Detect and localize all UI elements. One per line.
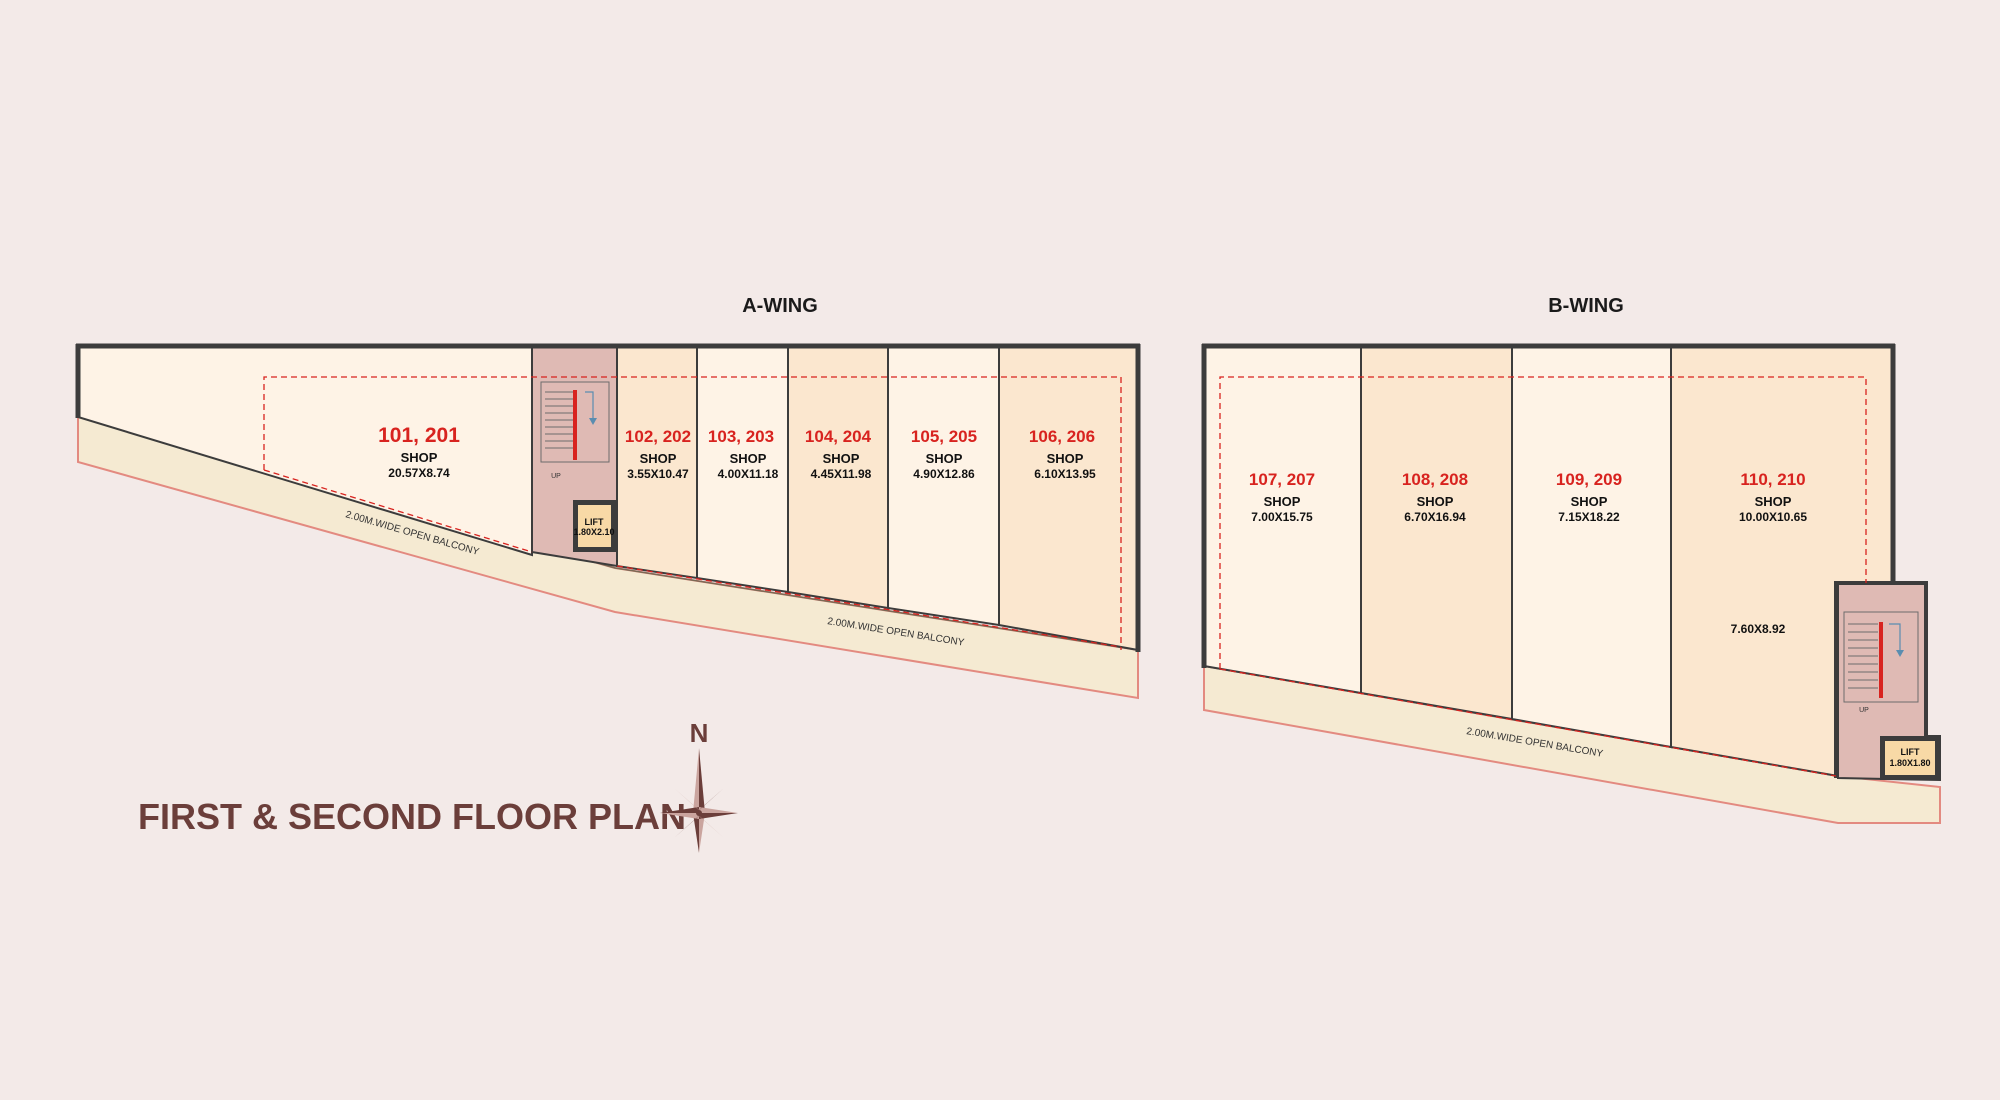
a-wing-setback-line [263, 376, 1122, 650]
north-label: N [690, 718, 709, 748]
unit-type: SHOP [640, 451, 677, 466]
unit-size: 4.45X11.98 [811, 467, 872, 481]
unit-size: 10.00X10.65 [1739, 510, 1807, 524]
b-wing-setback-line [1219, 376, 1867, 669]
unit-number: 104, 204 [805, 427, 872, 446]
unit-type: SHOP [401, 450, 438, 465]
unit-number: 108, 208 [1402, 470, 1468, 489]
unit-size: 7.15X18.22 [1558, 510, 1620, 524]
a-unit-106-room [998, 346, 1139, 652]
b-unit-110-label: 110, 210 SHOP 10.00X10.65 [1739, 470, 1807, 524]
a-unit-105-room [887, 346, 1000, 627]
b-wing-extra-size: 7.60X8.92 [1731, 622, 1786, 636]
unit-number: 109, 209 [1556, 470, 1622, 489]
a-unit-101-label: 101, 201 SHOP 20.57X8.74 [378, 424, 460, 480]
unit-size: 6.70X16.94 [1404, 510, 1466, 524]
unit-number: 107, 207 [1249, 470, 1315, 489]
unit-size: 3.55X10.47 [627, 467, 689, 481]
unit-type: SHOP [730, 451, 767, 466]
a-wing-title: A-WING [742, 295, 818, 317]
a-wing-lift-label: LIFT [585, 517, 604, 527]
a-unit-105-label: 105, 205 SHOP 4.90X12.86 [911, 427, 977, 481]
unit-number: 106, 206 [1029, 427, 1095, 446]
unit-type: SHOP [823, 451, 860, 466]
unit-type: SHOP [926, 451, 963, 466]
a-wing-up-label: UP [551, 473, 561, 480]
a-unit-106-label: 106, 206 SHOP 6.10X13.95 [1029, 427, 1096, 481]
unit-type: SHOP [1417, 494, 1454, 509]
a-wing-staircase: UP [540, 381, 610, 480]
unit-size: 6.10X13.95 [1034, 467, 1096, 481]
b-unit-109-room [1511, 346, 1672, 749]
unit-number: 110, 210 [1740, 470, 1805, 489]
b-unit-108-label: 108, 208 SHOP 6.70X16.94 [1402, 470, 1468, 524]
unit-size: 7.00X15.75 [1251, 510, 1313, 524]
b-wing: B-WING [1201, 295, 1941, 824]
unit-type: SHOP [1571, 494, 1608, 509]
unit-number: 103, 203 [708, 427, 774, 446]
b-unit-109-label: 109, 209 SHOP 7.15X18.22 [1556, 470, 1622, 524]
b-wing-up-label: UP [1859, 707, 1869, 714]
b-wing-title: B-WING [1548, 295, 1624, 317]
b-wing-lift-label: LIFT [1901, 747, 1920, 757]
b-wing-lift: LIFT 1.80X1.80 [1880, 736, 1940, 780]
a-wing-lift: LIFT 1.80X2.10 [573, 500, 616, 552]
unit-size: 4.90X12.86 [913, 467, 975, 481]
a-wing-lift-size: 1.80X2.10 [573, 527, 614, 537]
unit-number: 101, 201 [378, 424, 460, 447]
a-wing: A-WING [75, 295, 1141, 700]
unit-size: 4.00X11.18 [718, 467, 779, 481]
north-arrow-icon: N [660, 718, 738, 853]
a-unit-102-label: 102, 202 SHOP 3.55X10.47 [625, 427, 691, 481]
plan-title: FIRST & SECOND FLOOR PLAN [138, 796, 686, 837]
b-wing-lift-size: 1.80X1.80 [1889, 758, 1930, 768]
a-unit-103-label: 103, 203 SHOP 4.00X11.18 [708, 427, 779, 481]
unit-size: 20.57X8.74 [388, 466, 450, 480]
unit-number: 105, 205 [911, 427, 977, 446]
b-unit-107-label: 107, 207 SHOP 7.00X15.75 [1249, 470, 1315, 524]
a-unit-104-label: 104, 204 SHOP 4.45X11.98 [805, 427, 872, 481]
unit-type: SHOP [1755, 494, 1792, 509]
unit-number: 102, 202 [625, 427, 691, 446]
unit-type: SHOP [1264, 494, 1301, 509]
unit-type: SHOP [1047, 451, 1084, 466]
b-wing-staircase: UP [1843, 611, 1919, 714]
b-unit-108-room [1360, 346, 1513, 721]
